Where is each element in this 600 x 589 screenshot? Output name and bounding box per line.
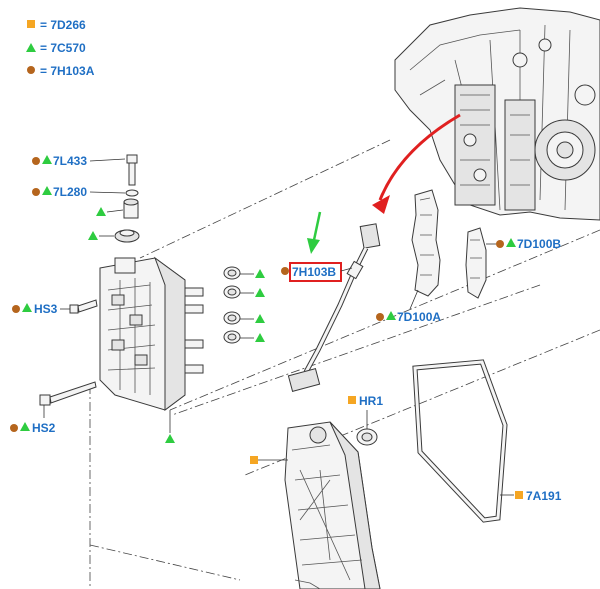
legend-item-circle: = 7H103A (40, 64, 95, 78)
callout-7a191[interactable]: 7A191 (500, 489, 562, 503)
triangle-marker-seal (88, 231, 98, 240)
washer-7l280 (125, 189, 139, 197)
callout-hs2[interactable]: HS2 (10, 405, 56, 435)
callout-label-7d100a: 7D100A (397, 310, 441, 324)
callout-label-7d100b: 7D100B (517, 237, 561, 251)
circle-symbol (281, 267, 289, 275)
sleeve-part (123, 198, 139, 219)
square-symbol (515, 491, 523, 499)
o-rings (223, 266, 241, 344)
callout-label-hr1: HR1 (359, 394, 383, 408)
gasket-7d100a (411, 189, 441, 297)
callout-label-7l433: 7L433 (53, 154, 87, 168)
callout-label-7a191: 7A191 (526, 489, 562, 503)
triangle-symbol (20, 422, 30, 431)
triangle-marker-oring (255, 288, 265, 297)
gasket-7d100b (465, 227, 487, 299)
legend-item-square: = 7D266 (40, 18, 86, 32)
square-marker-oil-pan (250, 456, 258, 464)
triangle-marker-oring (255, 333, 265, 342)
circle-symbol (12, 305, 20, 313)
triangle-marker-oring (255, 314, 265, 323)
screw-hs3 (69, 299, 98, 314)
triangle-symbol (22, 303, 32, 312)
legend-item-triangle: = 7C570 (40, 41, 86, 55)
callout-hr1[interactable]: HR1 (348, 394, 383, 429)
triangle-marker-sleeve (96, 207, 106, 216)
callout-label-hs3: HS3 (34, 302, 58, 316)
callout-label-hs2: HS2 (32, 421, 56, 435)
callout-7l280[interactable]: 7L280 (32, 185, 126, 199)
oil-pan-gasket-7a191 (412, 359, 508, 523)
callout-label-7l280: 7L280 (53, 185, 87, 199)
triangle-symbol (506, 238, 516, 247)
triangle-symbol (42, 155, 52, 164)
triangle-symbol (386, 311, 396, 320)
wiring-harness-7h103b (287, 223, 381, 392)
triangle-symbol (42, 186, 52, 195)
red-indicator-arrow (372, 113, 461, 214)
legend: = 7D266 = 7C570 = 7H103A (26, 18, 95, 78)
green-indicator-arrow (307, 211, 322, 254)
oil-pan-7d266 (284, 421, 381, 589)
callout-7l433[interactable]: 7L433 (32, 154, 126, 168)
screw-7l433 (126, 154, 138, 186)
triangle-marker-valve-body (165, 434, 175, 443)
seal-hr1 (356, 428, 378, 446)
circle-symbol (496, 240, 504, 248)
highlight-box (289, 262, 342, 282)
triangle-marker-oring (255, 269, 265, 278)
seal-part (114, 229, 140, 243)
callout-7d100b[interactable]: 7D100B (486, 237, 561, 251)
circle-symbol (376, 313, 384, 321)
square-symbol (27, 20, 35, 28)
transmission-housing (394, 7, 600, 221)
valve-body (99, 256, 204, 411)
callout-7d100a[interactable]: 7D100A (376, 289, 441, 324)
circle-symbol (10, 424, 18, 432)
callout-hs3[interactable]: HS3 (12, 302, 70, 316)
circle-symbol (32, 157, 40, 165)
square-symbol (348, 396, 356, 404)
triangle-symbol (26, 43, 36, 52)
callout-label-7h103b: 7H103B (292, 265, 336, 279)
bolt-hs2 (39, 381, 97, 406)
callout-7h103b[interactable]: 7H103B (281, 262, 353, 282)
circle-symbol (27, 66, 35, 74)
circle-symbol (32, 188, 40, 196)
